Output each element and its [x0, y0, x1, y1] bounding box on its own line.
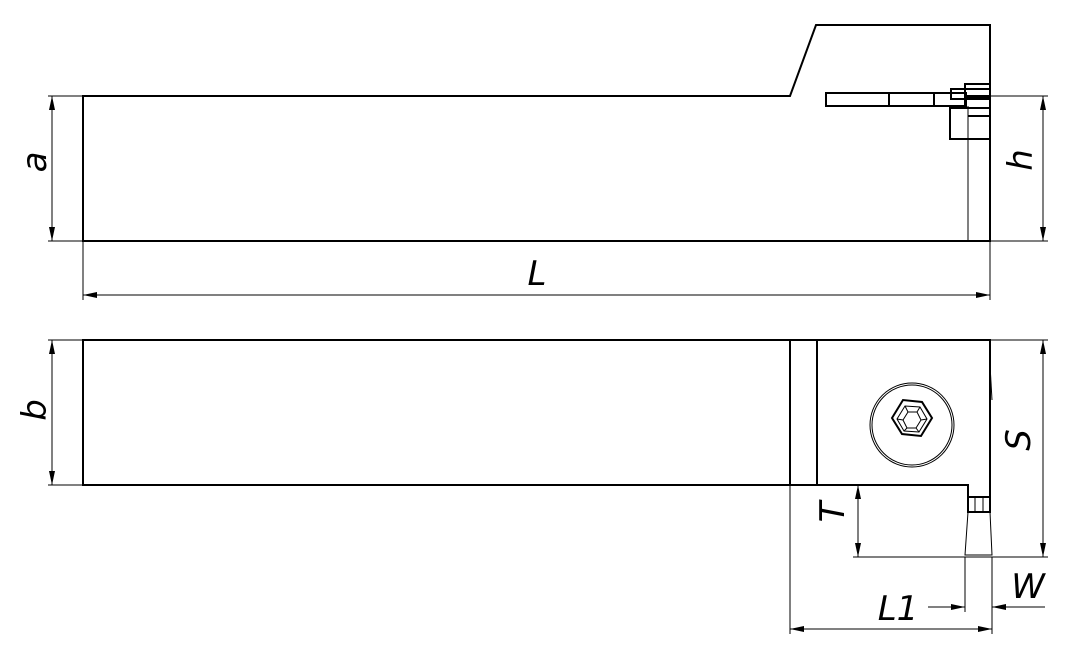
label-h: h	[1001, 149, 1041, 171]
clamp-screw-icon	[869, 382, 955, 468]
grooving-insert	[964, 496, 993, 556]
dimension-h: h	[990, 95, 1048, 242]
label-L1: L1	[878, 589, 919, 629]
holder-body-top	[82, 339, 991, 498]
side-view: a h L	[15, 24, 1048, 300]
dimension-L1: L1	[789, 485, 993, 634]
label-S: S	[999, 429, 1039, 451]
label-W: W	[1011, 567, 1046, 607]
label-T: T	[813, 499, 853, 522]
blade	[825, 83, 991, 140]
dimension-W: W	[928, 557, 1046, 612]
dimension-T: T	[813, 485, 861, 557]
dimension-L: L	[82, 241, 991, 300]
dimension-b: b	[15, 339, 83, 486]
label-b: b	[15, 399, 55, 421]
dimension-a: a	[15, 95, 83, 242]
top-view: b S T L1 W	[15, 339, 1048, 634]
holder-body-side	[82, 24, 991, 242]
label-L: L	[528, 254, 547, 294]
dimension-S: S	[853, 339, 1048, 558]
label-a: a	[15, 152, 55, 173]
